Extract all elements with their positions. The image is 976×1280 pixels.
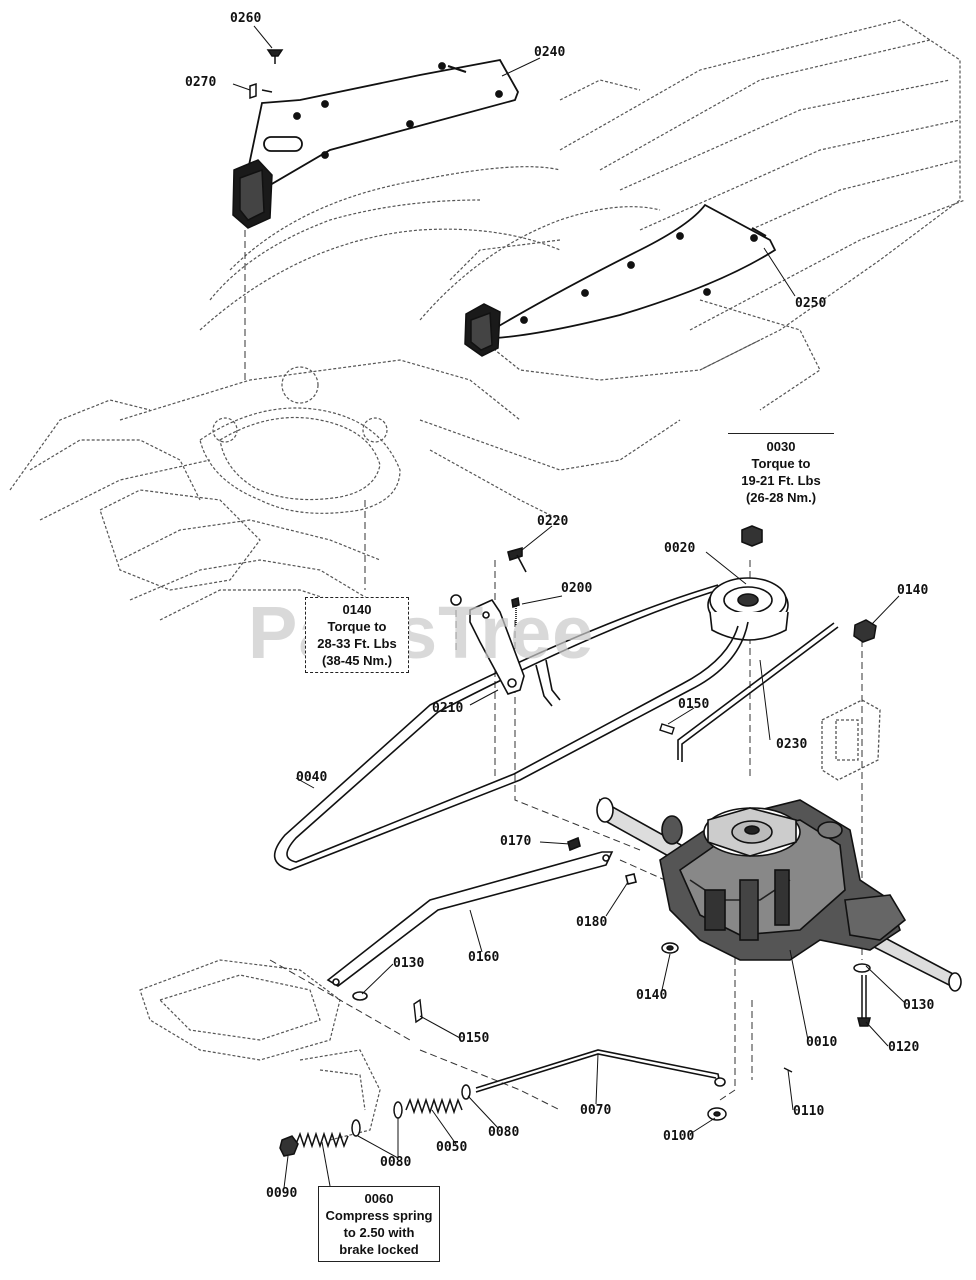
callout-0040: 0040 <box>296 770 328 785</box>
callout-0180: 0180 <box>576 915 608 930</box>
spring-note-0060-line4: brake locked <box>339 1242 419 1257</box>
callout-0230: 0230 <box>776 737 808 752</box>
rod-0230 <box>677 622 839 762</box>
washer-0100 <box>707 1107 727 1121</box>
torque-note-0140: 0140 Torque to 28-33 Ft. Lbs (38-45 Nm.) <box>305 597 409 673</box>
arm-0160 <box>326 836 637 1001</box>
callout-0080-right: 0080 <box>488 1125 520 1140</box>
rod-0070 <box>475 1049 726 1093</box>
watermark: PartsTree <box>248 591 595 674</box>
hardware-top <box>249 49 284 100</box>
torque-note-0140-line4: (38-45 Nm.) <box>321 653 393 668</box>
plate-0250 <box>490 203 777 339</box>
tractor-frame-phantom <box>9 19 966 1141</box>
washers-0080 <box>351 1084 471 1137</box>
torque-note-0030-line2: Torque to <box>751 456 811 471</box>
callout-0120: 0120 <box>888 1040 920 1055</box>
torque-note-0030-line1: 0030 <box>766 439 796 454</box>
callout-0010: 0010 <box>806 1035 838 1050</box>
callout-0100: 0100 <box>663 1129 695 1144</box>
callout-0130-left: 0130 <box>393 956 425 971</box>
callout-0170: 0170 <box>500 834 532 849</box>
transaxle-0010 <box>596 797 962 992</box>
spring-0050 <box>405 1097 463 1115</box>
callout-0050: 0050 <box>436 1140 468 1155</box>
callout-0020: 0020 <box>664 541 696 556</box>
spring-note-0060-line1: 0060 <box>364 1191 394 1206</box>
callout-0130-right: 0130 <box>903 998 935 1013</box>
spring-note-0060-line3: to 2.50 with <box>343 1225 415 1240</box>
callout-0140-low: 0140 <box>636 988 668 1003</box>
callout-0240: 0240 <box>534 45 566 60</box>
plate-0240 <box>244 58 519 201</box>
torque-note-0140-line1: 0140 <box>342 602 372 617</box>
torque-note-0140-line2: Torque to <box>327 619 387 634</box>
spring-note-0060: 0060 Compress spring to 2.50 with brake … <box>318 1186 440 1262</box>
bumper-block-left <box>232 159 273 229</box>
callout-0140-top: 0140 <box>897 583 929 598</box>
callout-0160: 0160 <box>468 950 500 965</box>
clip-0150-low <box>413 998 423 1024</box>
callout-0270: 0270 <box>185 75 217 90</box>
callout-0070: 0070 <box>580 1103 612 1118</box>
bumper-block-right <box>464 303 501 357</box>
spring-note-0060-line2: Compress spring <box>325 1208 433 1223</box>
callout-0260: 0260 <box>230 11 262 26</box>
callout-0210: 0210 <box>432 701 464 716</box>
callout-0220: 0220 <box>537 514 569 529</box>
belt-0040 <box>273 584 749 871</box>
callout-0200: 0200 <box>561 581 593 596</box>
torque-note-0030-line4: (26-28 Nm.) <box>745 490 817 505</box>
bracket-0210 <box>450 546 527 695</box>
callout-leaders <box>232 25 906 1189</box>
nut-0090 <box>279 1135 299 1157</box>
callout-0150-low: 0150 <box>458 1031 490 1046</box>
callout-0110: 0110 <box>793 1104 825 1119</box>
mount-plate <box>821 699 881 781</box>
bolt-0120 <box>853 963 871 1027</box>
callout-0090: 0090 <box>266 1186 298 1201</box>
nut-0140-top <box>853 619 877 643</box>
callout-0150-top: 0150 <box>678 697 710 712</box>
pulley-0020 <box>707 525 789 641</box>
callout-0080-left: 0080 <box>380 1155 412 1170</box>
torque-note-0030: 0030 Torque to 19-21 Ft. Lbs (26-28 Nm.) <box>728 433 834 506</box>
clip-0150-top <box>659 723 675 735</box>
washer-0140-low <box>661 942 679 954</box>
torque-note-0030-line3: 19-21 Ft. Lbs <box>741 473 821 488</box>
torque-note-0140-line3: 28-33 Ft. Lbs <box>317 636 397 651</box>
callout-0250: 0250 <box>795 296 827 311</box>
spring-0060 <box>295 1131 349 1149</box>
